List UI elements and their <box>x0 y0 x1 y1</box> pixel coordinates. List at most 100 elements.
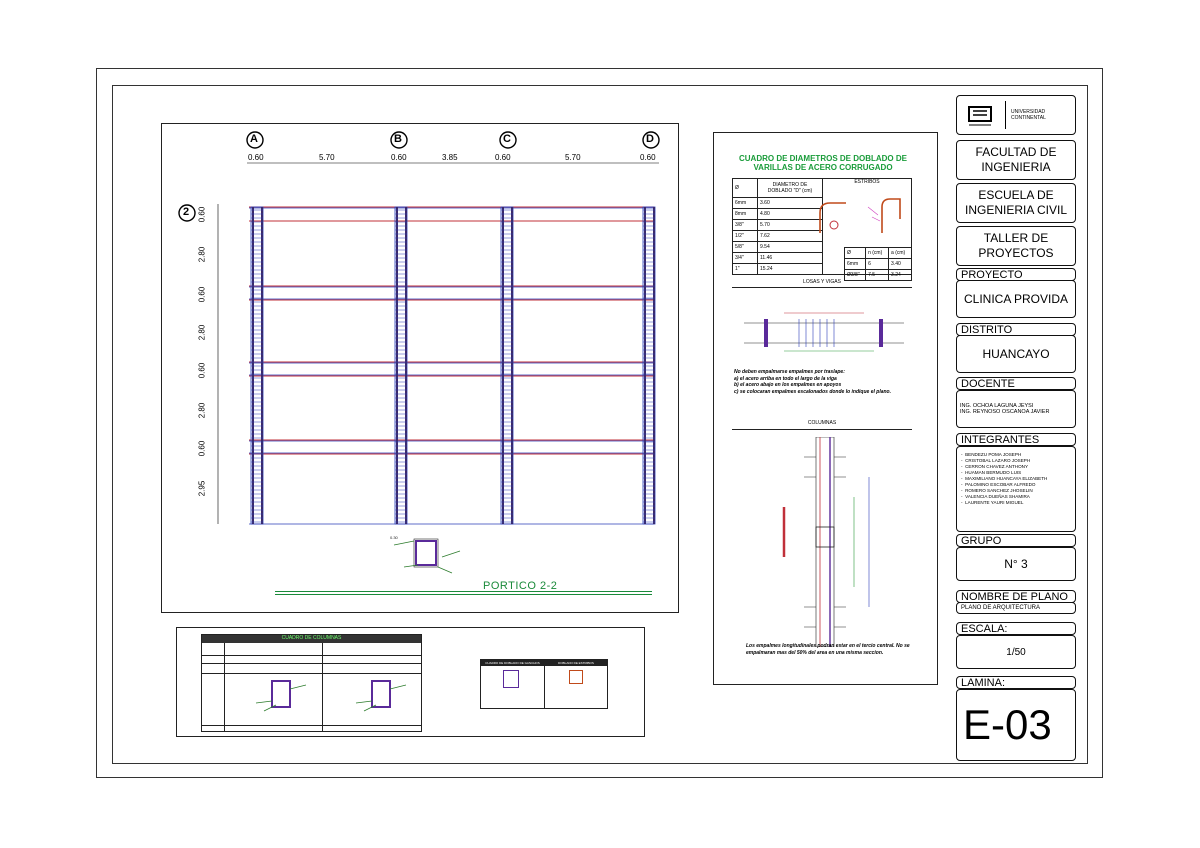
est-cell: 7.5 <box>865 269 890 281</box>
docente-name: ING. OCHOA LAGUNA JEYSI <box>960 402 1034 409</box>
notes: No deben empalmarse empalmes por traslap… <box>734 369 920 395</box>
university-logo-icon <box>968 106 992 126</box>
dim-top: 0.60 <box>640 153 656 162</box>
portico-title-underline <box>275 591 652 595</box>
est-cell: Ø3/8" <box>843 269 867 281</box>
axis-label-b: B <box>394 133 402 145</box>
est-cell: 6mm <box>843 258 867 270</box>
stirrup-mini-title: DOBLADO DE ESTRIBOS <box>545 660 607 666</box>
footer-note: Los empalmes longitudinales podran estar… <box>746 643 910 656</box>
proyecto-value: CLINICA PROVIDA <box>956 280 1076 318</box>
col-diam: Ø <box>732 178 758 198</box>
integrante-name: CRISTOBAL LAZARO JOSEPH <box>965 458 1031 463</box>
note-line: a) el acero arriba en todo el largo de l… <box>734 375 837 382</box>
grupo-value: N° 3 <box>956 547 1076 581</box>
facultad-box: FACULTAD DE INGENIERIA <box>956 140 1076 180</box>
integrante: - VALENCIA DUEÑAS SHAMIRA <box>961 494 1030 499</box>
est-cell: 3.40 <box>888 258 912 270</box>
section-divider <box>732 287 912 288</box>
column-section-detail: 0.30 <box>390 535 461 574</box>
sheet-outer-border <box>96 68 1103 778</box>
integrante-name: PALOMINO ESCOBAR ALFREDO <box>965 482 1036 487</box>
integrante-name: ROMERO SANCHEZ JHOSELIN <box>965 488 1033 493</box>
note-line: b) el acero abajo en los empalmes en apo… <box>734 382 842 388</box>
row-diam: 6mm <box>732 197 758 209</box>
axis-label-a: A <box>250 133 258 145</box>
grupo-label: GRUPO <box>956 534 1076 547</box>
table-grid <box>202 643 421 731</box>
axis-bubble-c <box>499 131 517 149</box>
column-b <box>394 206 408 525</box>
diameter-table-title: CUADRO DE DIAMETROS DE DOBLADO DE VARILL… <box>738 154 907 172</box>
lamina-value: E-03 <box>956 689 1076 761</box>
dim-top: 5.70 <box>565 153 581 162</box>
dim-side: 0.60 <box>197 440 207 457</box>
lamina-label: LAMINA: <box>956 676 1076 689</box>
row-val: 11.46 <box>757 252 823 264</box>
losas-title: LOSAS Y VIGAS <box>803 279 841 285</box>
dim-top: 0.60 <box>248 153 264 162</box>
side-dims: 0.60 2.80 0.60 2.80 0.60 2.80 0.60 2.95 <box>197 204 212 524</box>
nombre-plano-value: PLANO DE ARQUITECTURA <box>956 602 1076 614</box>
portico-drawing <box>178 131 660 525</box>
hook-mini-table: CUADRO DE DOBLADO DE GANCHOS <box>480 659 545 709</box>
row-diam: 5/8" <box>732 241 758 253</box>
logo-divider <box>1005 101 1006 129</box>
integrante-name: CERRON CHAVEZ ANTHONY <box>965 464 1029 469</box>
est-cell: 3.24 <box>888 269 912 281</box>
row-diam: 1" <box>732 263 758 275</box>
portico-title: PORTICO 2-2 <box>483 580 558 592</box>
university-name: UNIVERSIDAD CONTINENTAL <box>1011 108 1046 122</box>
integrante-name: MAXIMILIANO HUANCAYA ELIZABETH <box>965 476 1048 481</box>
table-vline <box>224 643 225 731</box>
integrantes-box: - BENDEZU POMA JOSEPH - CRISTOBAL LAZARO… <box>956 446 1076 532</box>
note-line: c) se colocaran empalmes escalonados don… <box>734 388 891 395</box>
portico-panel: A B C D 2 0.60 5.70 0.60 3.85 0.60 5.70 … <box>161 123 679 613</box>
dim-side: 0.60 <box>197 286 207 303</box>
dim-side: 0.60 <box>197 362 207 379</box>
hook-mini-title: CUADRO DE DOBLADO DE GANCHOS <box>481 660 544 666</box>
lower-panel: CUADRO DE COLUMNAS CUADRO DE DOBLADO DE … <box>176 627 645 737</box>
column-splice-detail <box>782 437 870 647</box>
docente-name: ING. REYNOSO OSCANOA JAVIER <box>960 409 1050 415</box>
columns-table-title: CUADRO DE COLUMNAS <box>202 635 421 643</box>
axis-bubble-d <box>642 131 660 149</box>
integrante-name: BENDEZU POMA JOSEPH <box>965 452 1022 457</box>
columns-table: CUADRO DE COLUMNAS <box>201 634 422 732</box>
table-hline <box>202 725 421 726</box>
beam-splice-detail <box>744 312 904 352</box>
integrante: - CERRON CHAVEZ ANTHONY <box>961 464 1029 469</box>
axis-label-d: D <box>646 133 654 145</box>
title-block: UNIVERSIDAD CONTINENTAL FACULTAD DE INGE… <box>940 87 1088 764</box>
est-head: Ø <box>843 247 867 259</box>
columnas-title: COLUMNAS <box>807 420 837 426</box>
dim-side: 2.80 <box>197 402 207 419</box>
escala-label: ESCALA: <box>956 622 1076 635</box>
integrante-name: LAURENTE YAURI MIGUEL <box>965 500 1024 505</box>
dim-side: 2.95 <box>197 480 207 497</box>
details-panel: CUADRO DE DIAMETROS DE DOBLADO DE VARILL… <box>713 132 938 685</box>
logo-box: UNIVERSIDAD CONTINENTAL <box>956 95 1076 135</box>
integrante: - LAURENTE YAURI MIGUEL <box>961 500 1024 505</box>
row-diam: 8mm <box>732 208 758 220</box>
column-section-2 <box>355 680 407 712</box>
row-diam: 3/4" <box>732 252 758 264</box>
integrante: - ROMERO SANCHEZ JHOSELIN <box>961 488 1033 493</box>
estribos-table: Ø n (cm) a (cm) 6mm 6 3.40 Ø3/8" 7.5 3.2… <box>843 247 912 281</box>
integrante-name: VALENCIA DUEÑAS SHAMIRA <box>965 494 1030 499</box>
docente-box: ING. OCHOA LAGUNA JEYSI ING. REYNOSO OSC… <box>956 390 1076 428</box>
distrito-value: HUANCAYO <box>956 335 1076 373</box>
table-hline <box>202 673 421 674</box>
nombre-plano-text: PLANO DE ARQUITECTURA <box>961 604 1041 611</box>
integrante: - CRISTOBAL LAZARO JOSEPH <box>961 458 1031 463</box>
stirrup-mini-table: DOBLADO DE ESTRIBOS <box>544 659 608 709</box>
integrantes-label: INTEGRANTES <box>956 433 1076 446</box>
section-divider <box>732 429 912 430</box>
axis-label-c: C <box>503 133 511 145</box>
dim-side: 0.60 <box>197 206 207 223</box>
escuela-box: ESCUELA DE INGENIERIA CIVIL <box>956 183 1076 223</box>
svg-text:0.30: 0.30 <box>390 535 399 540</box>
dim-side: 2.80 <box>197 324 207 341</box>
axis-bubble-2 <box>178 204 196 222</box>
est-head: n (cm) <box>865 247 890 259</box>
